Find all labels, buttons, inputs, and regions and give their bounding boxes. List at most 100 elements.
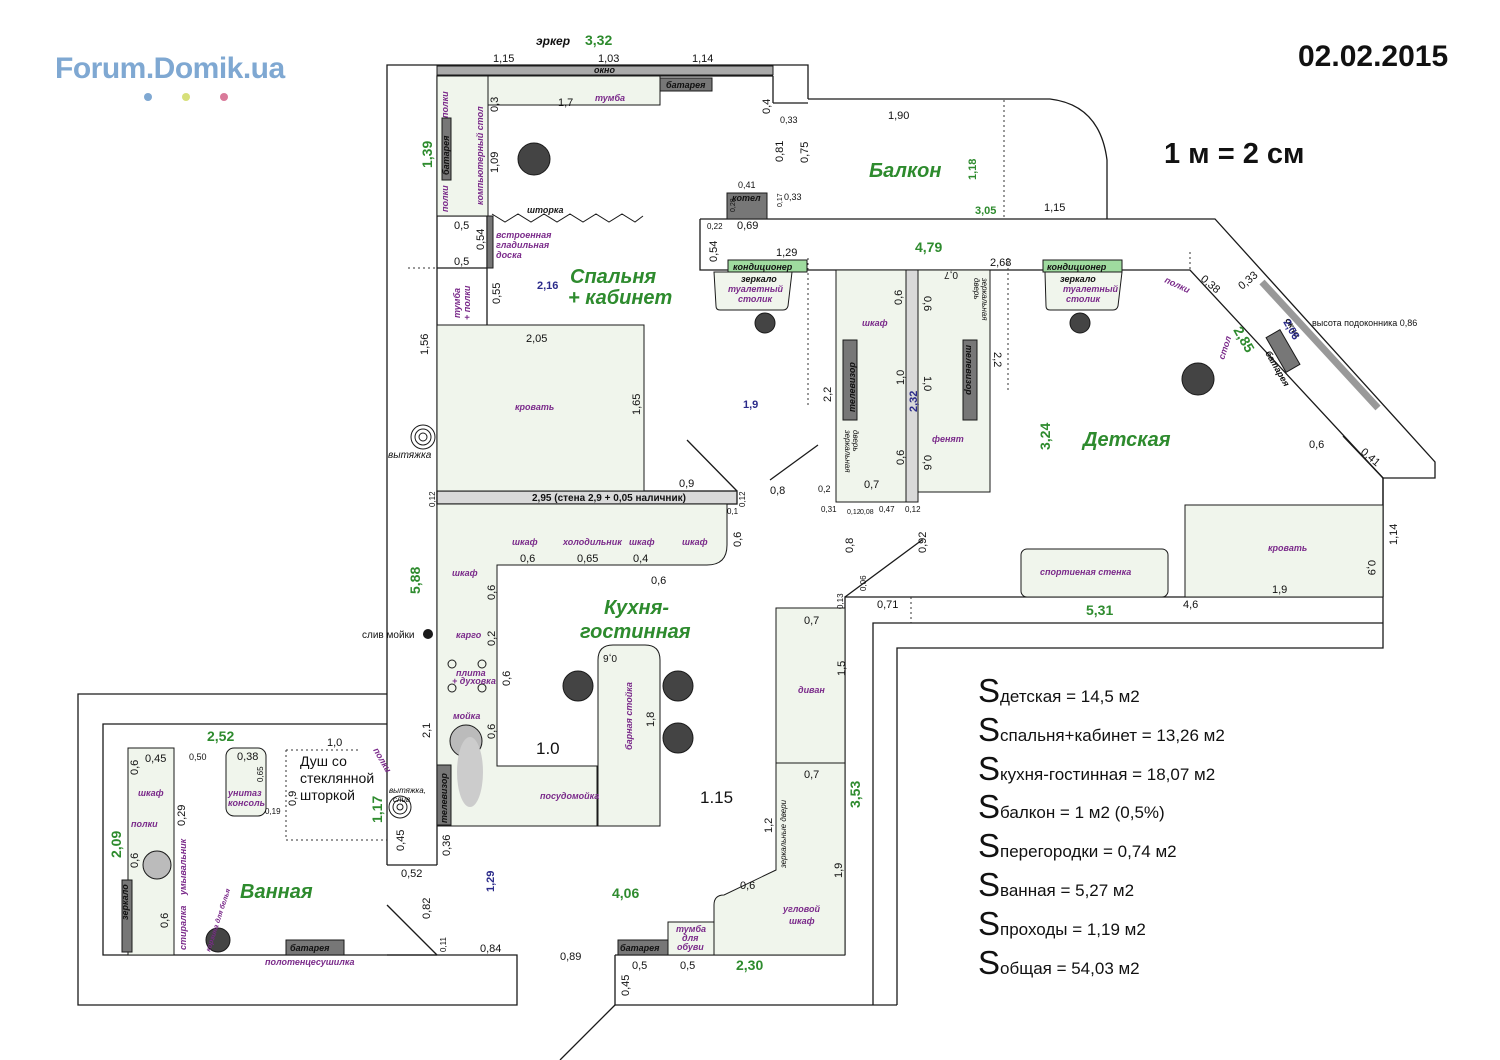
- svg-text:шкаф: шкаф: [682, 537, 708, 547]
- svg-text:0,06: 0,06: [859, 575, 868, 591]
- chairs: [205, 142, 1215, 953]
- svg-text:угловой: угловой: [782, 904, 820, 914]
- svg-text:кровать: кровать: [1268, 543, 1307, 553]
- svg-text:зеркальная: зеркальная: [980, 277, 989, 321]
- svg-text:плита: плита: [456, 668, 486, 678]
- stove-burners: [447, 659, 487, 693]
- svg-text:4,79: 4,79: [915, 239, 942, 255]
- svg-text:столик: столик: [738, 294, 772, 304]
- svg-text:зеркало: зеркало: [120, 884, 130, 920]
- room-labels: Спальня + кабинет Балкон Детская Кухня- …: [240, 160, 1171, 903]
- svg-text:полки: полки: [440, 185, 450, 212]
- svg-text:0,6: 0,6: [129, 760, 141, 775]
- svg-text:1,9: 1,9: [833, 863, 845, 878]
- svg-text:умывальник: умывальник: [178, 838, 188, 896]
- svg-text:+ духовка: + духовка: [452, 676, 496, 686]
- svg-text:батарея: батарея: [620, 943, 660, 953]
- svg-text:котел: котел: [732, 193, 761, 203]
- svg-text:0,89: 0,89: [560, 951, 581, 963]
- curtain-zigzag: [491, 213, 644, 223]
- svg-text:0,5: 0,5: [632, 960, 647, 972]
- sink-shadow: [457, 737, 483, 807]
- svg-text:доска: доска: [496, 250, 522, 260]
- svg-text:гладильная: гладильная: [496, 240, 550, 250]
- svg-text:0,41: 0,41: [738, 180, 756, 190]
- logo-dots: [144, 88, 258, 106]
- svg-text:шкаф: шкаф: [629, 537, 655, 547]
- svg-text:0,33: 0,33: [784, 192, 802, 202]
- svg-text:0,45: 0,45: [145, 753, 166, 765]
- svg-text:0,6: 0,6: [895, 450, 907, 465]
- svg-text:2,1: 2,1: [421, 723, 433, 738]
- svg-text:полки: полки: [371, 746, 393, 775]
- svg-text:0,4: 0,4: [633, 553, 648, 565]
- svg-text:0,17: 0,17: [777, 193, 784, 207]
- svg-text:0,6: 0,6: [486, 724, 498, 739]
- svg-text:0,33: 0,33: [1236, 269, 1260, 292]
- svg-text:0,7: 0,7: [804, 615, 819, 627]
- svg-text:0,45: 0,45: [395, 830, 407, 851]
- svg-text:0,13: 0,13: [836, 593, 845, 609]
- svg-text:0,6: 0,6: [921, 296, 933, 311]
- svg-text:батарея: батарея: [441, 135, 451, 175]
- room-spalnya-l1: Спальня: [570, 266, 656, 288]
- svg-text:0,81: 0,81: [774, 141, 786, 162]
- svg-text:1.15: 1.15: [700, 788, 733, 807]
- svg-text:1,39: 1,39: [419, 141, 435, 168]
- svg-text:2,2: 2,2: [822, 387, 834, 402]
- svg-text:встроенная: встроенная: [496, 230, 552, 240]
- sink-basin: [142, 850, 172, 880]
- svg-text:1,15: 1,15: [1044, 202, 1065, 214]
- svg-text:2,09: 2,09: [108, 831, 124, 858]
- svg-text:0,08: 0,08: [860, 509, 874, 516]
- svg-text:стеклянной: стеклянной: [300, 770, 374, 786]
- svg-text:1,17: 1,17: [369, 796, 385, 823]
- svg-text:батарея: батарея: [666, 80, 706, 90]
- svg-text:Спальня: Спальня: [570, 266, 656, 288]
- svg-text:0,47: 0,47: [879, 505, 895, 514]
- svg-text:диван: диван: [798, 685, 825, 695]
- svg-text:дверь: дверь: [851, 430, 860, 452]
- svg-text:высота подоконника 0,86: высота подоконника 0,86: [1312, 318, 1417, 328]
- svg-text:для: для: [682, 933, 699, 943]
- svg-text:0,12: 0,12: [905, 505, 921, 514]
- svg-text:1,15: 1,15: [493, 53, 514, 65]
- svg-text:спортиеная стенка: спортиеная стенка: [1040, 567, 1131, 577]
- svg-text:0,2: 0,2: [486, 631, 498, 646]
- svg-text:туалетный: туалетный: [1063, 284, 1119, 294]
- svg-text:0,6: 0,6: [1309, 439, 1324, 451]
- mirror-door-labels: зеркальная дверь зеркальная дверь зеркал…: [779, 277, 989, 869]
- appliances: [121, 77, 1301, 956]
- svg-text:стиралка: стиралка: [178, 906, 188, 950]
- svg-text:0,5: 0,5: [454, 220, 469, 232]
- svg-text:зеркальные двери: зеркальные двери: [779, 799, 788, 869]
- svg-text:0,6: 0,6: [501, 671, 513, 686]
- svg-text:0,54: 0,54: [475, 229, 487, 250]
- svg-text:зеркало: зеркало: [1060, 274, 1096, 284]
- furniture-labels: тумба кровать шкаф фенят кровать спортие…: [131, 93, 1307, 967]
- svg-text:тумба: тумба: [676, 924, 706, 934]
- svg-text:0,6: 0,6: [520, 553, 535, 565]
- svg-text:полки: полки: [1163, 275, 1192, 296]
- room-vannaya: Ванная: [240, 881, 313, 903]
- svg-text:0,6: 0,6: [732, 532, 744, 547]
- svg-text:2,32: 2,32: [908, 391, 920, 412]
- svg-text:0,12: 0,12: [738, 491, 747, 507]
- svg-text:3,05: 3,05: [975, 205, 996, 217]
- svg-text:телевизор: телевизор: [964, 345, 974, 395]
- svg-text:1,29: 1,29: [776, 247, 797, 259]
- svg-text:шкаф: шкаф: [512, 537, 538, 547]
- svg-text:0,22: 0,22: [707, 222, 723, 231]
- svg-text:+ кабинет: + кабинет: [568, 287, 672, 309]
- black-dimensions: 1,15 1,03 1,14 1,7 1,90 0,33 0,4 0,3 1,0…: [129, 53, 1417, 996]
- svg-text:0,6: 0,6: [893, 290, 905, 305]
- svg-text:0,6: 0,6: [651, 575, 666, 587]
- svg-text:0,7: 0,7: [944, 269, 958, 280]
- svg-text:слив: слив: [393, 795, 410, 804]
- notes: вытяжка слив мойки вытяжка, слив Душ со …: [300, 450, 432, 804]
- svg-text:тумба: тумба: [452, 288, 462, 318]
- svg-text:1,0: 1,0: [327, 737, 342, 749]
